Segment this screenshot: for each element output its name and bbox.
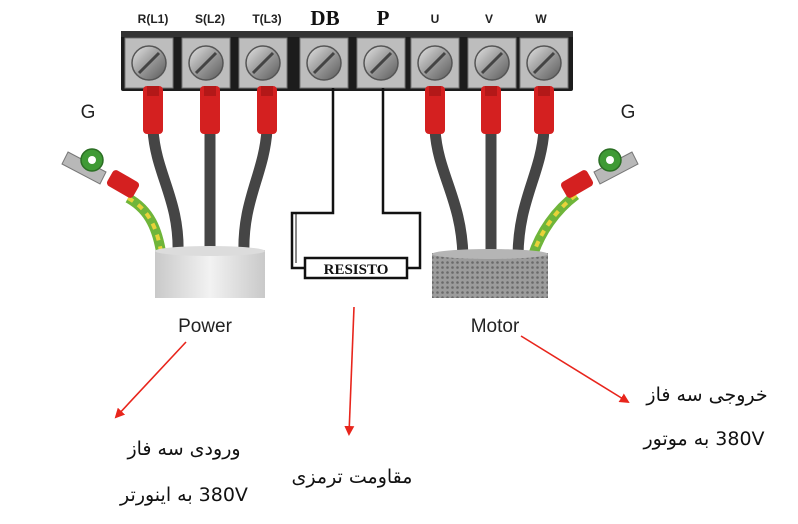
resistor-annotation: مقاومت ترمزی xyxy=(291,466,413,488)
power-lugs xyxy=(143,86,277,134)
terminal-label-db: DB xyxy=(310,6,339,30)
arrow-output xyxy=(520,335,630,404)
motor-ground-wire-stripe xyxy=(530,193,578,259)
power-cable-sleeve-end xyxy=(155,246,265,256)
motor-wires xyxy=(429,124,550,264)
terminal-label-r: R(L1) xyxy=(138,12,169,26)
output-annotation-line2: 380V به موتور xyxy=(643,428,765,450)
power-cable-sleeve xyxy=(155,250,265,298)
power-ground-wire xyxy=(125,193,167,259)
resistor-body xyxy=(303,256,409,280)
terminal-block-top-edge xyxy=(121,31,573,37)
terminal-label-w: W xyxy=(535,12,547,26)
output-annotation-line1: خروجی سه فاز xyxy=(646,384,768,406)
arrow-resistor xyxy=(344,306,355,436)
motor-ground-wire xyxy=(527,191,580,260)
motor-cable-sleeve-end xyxy=(432,249,548,259)
arrow-input xyxy=(114,341,187,419)
terminal-screw-db xyxy=(299,37,349,89)
motor-lugs xyxy=(425,86,554,134)
terminal-screw-s xyxy=(181,37,231,89)
terminal-label-t: T(L3) xyxy=(252,12,281,26)
motor-label: Motor xyxy=(471,316,520,337)
resistor-wiring xyxy=(290,88,422,270)
ground-lug-left xyxy=(61,148,140,198)
terminal-screw-u xyxy=(410,37,460,89)
ground-label-left: G xyxy=(81,102,96,123)
terminal-label-u: U xyxy=(431,12,440,26)
terminal-screws xyxy=(124,37,569,89)
terminal-label-v: V xyxy=(485,12,493,26)
power-label: Power xyxy=(178,316,233,337)
input-annotation-line1: ورودی سه فاز xyxy=(127,438,241,460)
resistor-label: RESISTO xyxy=(324,262,389,278)
annotation-arrows xyxy=(114,306,630,436)
terminal-screw-t xyxy=(238,37,288,89)
terminal-screw-p xyxy=(356,37,406,89)
terminal-screw-v xyxy=(467,37,517,89)
terminal-label-s: S(L2) xyxy=(195,12,225,26)
motor-cable-sleeve xyxy=(432,253,548,298)
ground-label-right: G xyxy=(621,102,636,123)
terminal-label-p: P xyxy=(377,6,390,30)
ground-lug-right xyxy=(560,148,639,198)
terminal-screw-w xyxy=(519,37,569,89)
terminal-screw-r xyxy=(124,37,174,89)
power-wires xyxy=(147,124,273,261)
input-annotation-line2: 380V به اینورتر xyxy=(120,484,248,506)
